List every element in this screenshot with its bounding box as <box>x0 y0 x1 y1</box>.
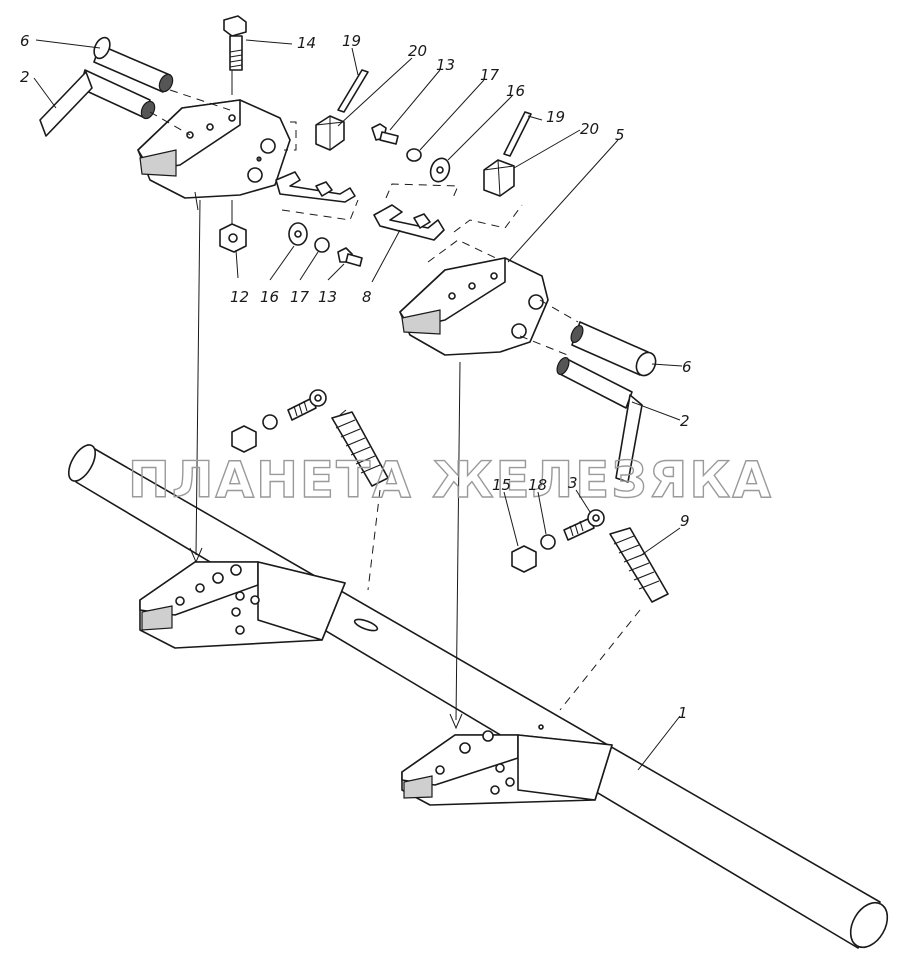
spring-clip-8a <box>275 171 356 203</box>
callout-5: 5 <box>615 126 625 144</box>
callout-19-left: 19 <box>342 32 361 50</box>
upper-bracket-left <box>137 99 291 199</box>
spring-upper <box>331 409 389 487</box>
callout-13-top: 13 <box>436 56 455 74</box>
handle-pin-right <box>556 356 643 483</box>
callout-18: 18 <box>528 476 547 494</box>
callout-19-right: 19 <box>546 108 565 126</box>
handle-pin-left <box>39 69 156 137</box>
callout-1: 1 <box>678 704 688 722</box>
castle-nut-20a <box>315 115 345 151</box>
lock-washer-18 <box>540 534 556 550</box>
lower-bracket-right <box>401 724 613 806</box>
lock-washer-17a <box>406 148 422 162</box>
watermark: ПЛАНЕТА ЖЕЛЕЗЯКА <box>128 451 773 509</box>
callout-3: 3 <box>568 474 578 492</box>
lower-bracket-left <box>139 561 346 649</box>
eye-bolt-3 <box>563 509 605 541</box>
callout-6-right: 6 <box>682 358 692 376</box>
callout-16-bottom: 16 <box>260 288 279 306</box>
callout-14: 14 <box>297 34 316 52</box>
callout-16-top: 16 <box>506 82 525 100</box>
pin-right <box>570 321 657 377</box>
cross-tube <box>67 444 889 949</box>
spring-9 <box>609 527 669 603</box>
bolt-13b <box>337 247 363 267</box>
bolt-13a <box>371 123 399 145</box>
callout-20-right: 20 <box>580 120 599 138</box>
cotter-pin-19b <box>503 111 532 157</box>
bolt-14 <box>223 15 247 71</box>
nut-15 <box>511 545 537 573</box>
callout-17-top: 17 <box>480 66 500 84</box>
pin-left <box>93 36 174 93</box>
cotter-pin-19a <box>337 69 369 113</box>
washer-16b-hole <box>294 230 302 238</box>
callout-6-left: 6 <box>20 32 30 50</box>
callout-15: 15 <box>492 476 511 494</box>
castle-nut-20b <box>483 159 515 197</box>
nut-12 <box>219 223 247 253</box>
spring-clip-8b <box>373 204 445 241</box>
callout-8: 8 <box>362 288 372 306</box>
eye-bolt-upper <box>287 389 327 421</box>
assembly-lines <box>149 70 641 730</box>
callout-9: 9 <box>680 512 690 530</box>
callout-20-left: 20 <box>408 42 427 60</box>
callout-17-bottom: 17 <box>290 288 310 306</box>
callout-leaders <box>33 39 683 771</box>
nut-upper <box>231 425 257 453</box>
lock-washer-upper <box>262 414 278 430</box>
upper-bracket-right <box>399 257 549 356</box>
callout-2-right: 2 <box>680 412 690 430</box>
callout-12: 12 <box>230 288 249 306</box>
callout-13-bottom: 13 <box>318 288 337 306</box>
lock-washer-17b <box>314 237 330 253</box>
callout-2-left: 2 <box>20 68 30 86</box>
washer-16a-hole <box>436 166 444 174</box>
callout-labels: 6 2 14 19 20 13 17 16 19 20 5 12 16 17 1… <box>20 32 692 722</box>
